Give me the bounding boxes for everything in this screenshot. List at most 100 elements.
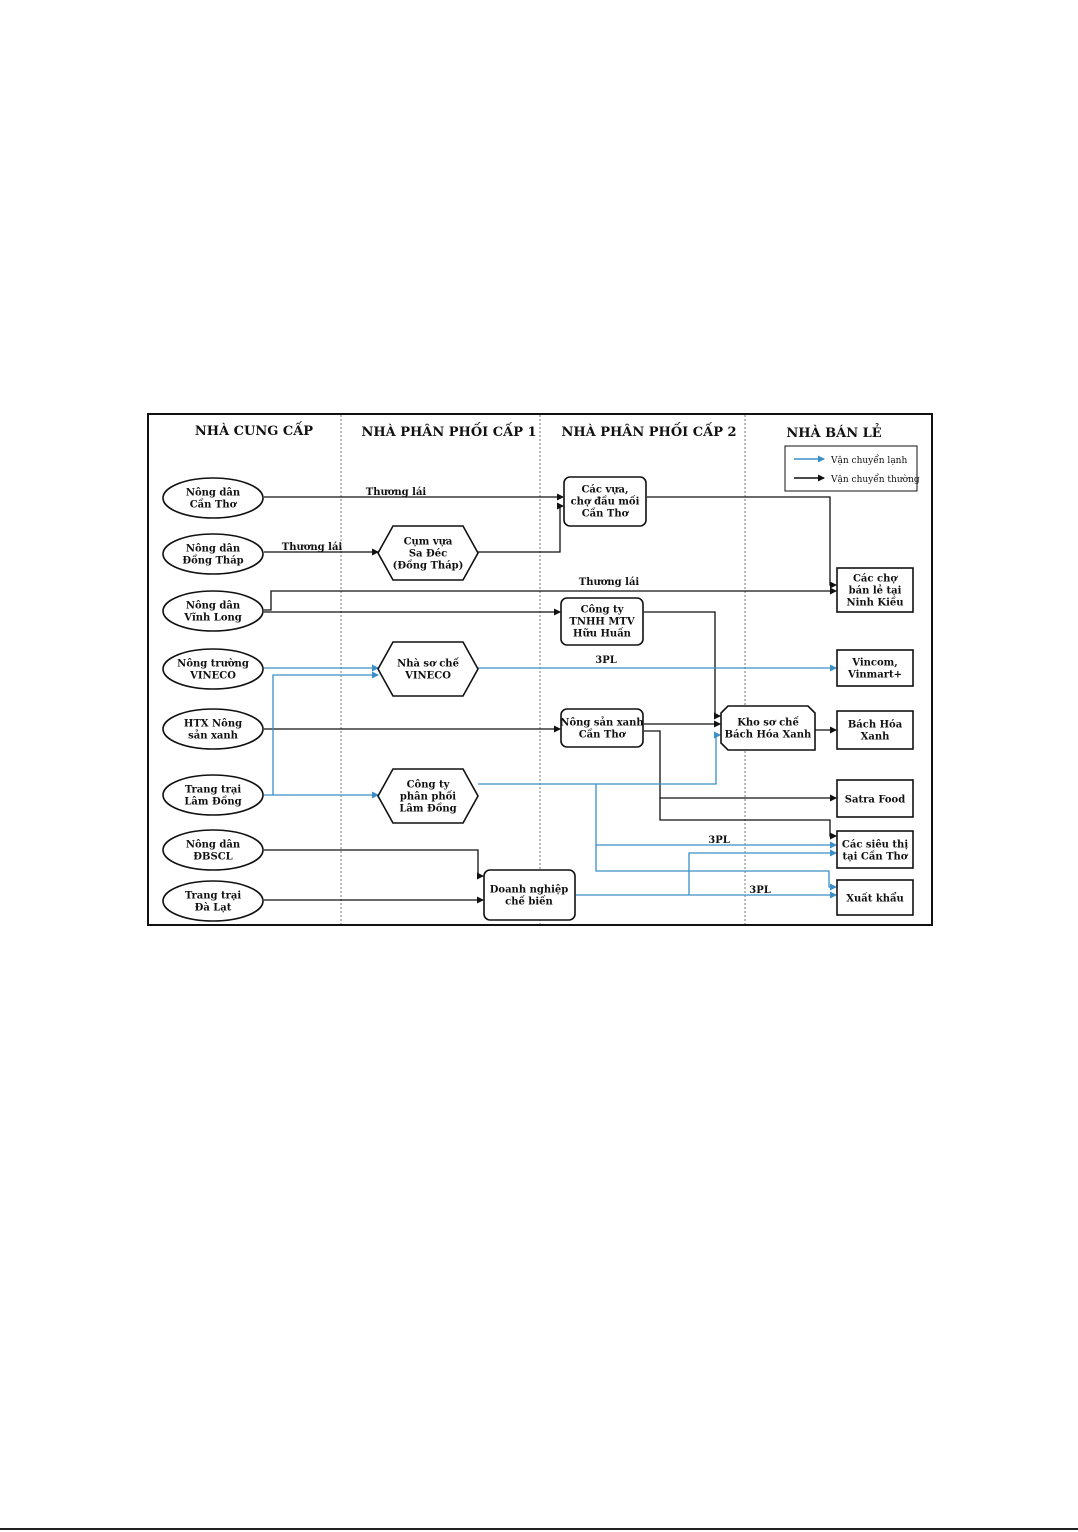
legend: Vận chuyển lạnh Vận chuyển thường: [784, 445, 920, 492]
diagram-canvas: NHÀ CUNG CẤP NHÀ PHÂN PHỐI CẤP 1 NHÀ PHÂ…: [147, 413, 933, 926]
edge-label-3pl: 3PL: [749, 885, 771, 896]
legend-normal-label: Vận chuyển thường: [830, 473, 920, 485]
node-label-line: Các siêu thị: [842, 840, 908, 851]
node-label-line: Các vựa,: [581, 485, 628, 496]
node-htx-nongsanxanh: [162, 708, 264, 750]
edge-nsx-to-sieuthi: [659, 798, 837, 840]
node-label: Satra Food: [845, 795, 905, 806]
node-label-line: Cụm vựa: [404, 537, 453, 548]
node-label-line: Nông sản xanh: [560, 718, 644, 729]
node-label-line: Nông dân: [186, 840, 241, 851]
node-label-line: Đà Lạt: [195, 903, 232, 914]
node-kho-bachhoaxanh: [720, 705, 816, 751]
edge-tnhh-to-kho: [644, 611, 721, 720]
node-label-line: Nông dân: [186, 601, 241, 612]
node-label-line: VINECO: [404, 671, 451, 682]
node-label-line: Công ty: [581, 605, 625, 616]
node-label-line: Trang trại: [185, 785, 242, 796]
node-xuatkhau: [836, 879, 914, 916]
node-congty-phanphoi-lamdong: [377, 768, 479, 824]
page-bottom-rule: [0, 1528, 1078, 1530]
node-label-line: Cần Thơ: [579, 729, 627, 741]
node-label-line: Cần Thơ: [190, 499, 238, 511]
node-label-line: Lâm Đồng: [399, 803, 456, 815]
edge-cumvua-to-cacvua: [478, 502, 564, 553]
column-header-retailers: NHÀ BÁN LẺ: [786, 423, 881, 441]
node-label-line: (Đồng Tháp): [393, 560, 464, 572]
node-label-line: Satra Food: [845, 795, 905, 806]
edge-label-thuonglai: Thương lái: [579, 577, 640, 588]
supply-chain-diagram: NHÀ CUNG CẤP NHÀ PHÂN PHỐI CẤP 1 NHÀ PHÂ…: [147, 413, 933, 926]
edge-ctyphanphoi-to-kho: [478, 731, 721, 785]
node-label-line: chợ đầu mối: [571, 496, 640, 508]
edge-dbscl-to-dnchebien: [264, 849, 484, 880]
node-label-line: ĐBSCL: [193, 852, 232, 863]
node-label-line: Vincom,: [851, 658, 897, 669]
node-cumvua-sadec: [377, 525, 479, 581]
legend-cold-label: Vận chuyển lạnh: [830, 454, 907, 466]
column-header-distributor-2: NHÀ PHÂN PHỐI CẤP 2: [561, 422, 736, 440]
node-label: Xuất khẩu: [846, 893, 904, 905]
node-label-line: phân phối: [400, 791, 456, 803]
edge-vinhlong-to-ninhkieu: [264, 587, 837, 611]
edge-dnchebien-to-sieuthi: [688, 849, 837, 895]
node-doanhnghiep-chebien: [483, 869, 576, 921]
node-nongdan-vinhlong: [162, 590, 264, 632]
node-nongdan-dongthap: [162, 533, 264, 575]
node-label-line: TNHH MTV: [569, 617, 634, 628]
node-sieuthi-cantho: [836, 830, 914, 869]
node-label-line: Bách Hóa: [848, 720, 903, 731]
node-label-line: Hữu Huấn: [573, 628, 632, 640]
edge-cacvua-to-ninhkieu: [647, 496, 837, 589]
edge-lamdong-to-nhasoche: [264, 671, 379, 796]
node-label-line: Nông trường: [177, 659, 249, 670]
node-nongdan-cantho: [162, 477, 264, 519]
node-label-line: Doanh nghiệp: [490, 885, 569, 896]
node-label-line: Kho sơ chế: [737, 717, 799, 729]
node-label-line: Các chợ: [853, 574, 898, 585]
edges: [264, 493, 837, 904]
node-label-line: Trang trại: [185, 891, 242, 902]
node-label-line: Nông dân: [186, 544, 241, 555]
node-label-line: VINECO: [189, 671, 236, 682]
node-label-line: Xuất khẩu: [846, 893, 904, 905]
node-satrafood: [836, 779, 914, 818]
node-nongsanxanh-cantho: [560, 708, 644, 748]
edge-label-thuonglai: Thương lái: [282, 542, 343, 553]
column-dividers: [340, 415, 746, 924]
node-label: Vincom,Vinmart+: [847, 658, 902, 681]
node-trangtrai-dalat: [162, 880, 264, 922]
column-header-suppliers: NHÀ CUNG CẤP: [195, 421, 313, 439]
node-label-line: Đồng Tháp: [182, 555, 243, 567]
node-label-line: Bách Hóa Xanh: [725, 730, 812, 741]
node-label-line: Công ty: [407, 780, 451, 791]
node-label-line: Vinmart+: [847, 670, 902, 681]
node-label-line: chế biến: [505, 896, 553, 908]
node-cacvua-chodaumoi: [563, 476, 647, 527]
node-label-line: Xanh: [861, 732, 891, 743]
node-nhasoche-vineco: [377, 641, 479, 697]
legend-box: [784, 445, 918, 492]
node-nongdan-dbscl: [162, 829, 264, 871]
node-label-line: tại Cần Thơ: [843, 851, 909, 863]
node-label-line: sản xanh: [188, 731, 239, 742]
edge-ctyphanphoi-to-xuatkhau: [595, 845, 837, 891]
node-bachhoaxanh: [836, 710, 914, 750]
node-label-line: Ninh Kiều: [846, 597, 903, 609]
node-congty-tnhh: [560, 597, 644, 646]
node-label-line: Vĩnh Long: [183, 613, 242, 624]
